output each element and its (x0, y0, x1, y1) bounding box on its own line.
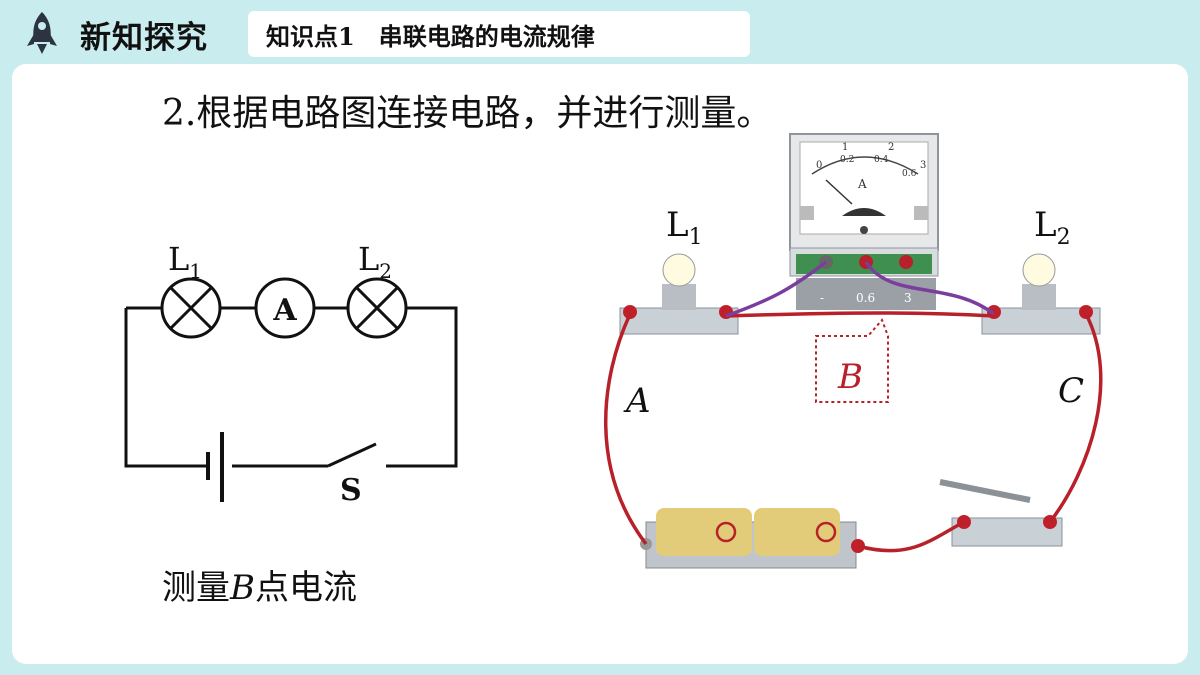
ammeter-scale-04: 0.4 (874, 155, 889, 165)
battery-symbol (206, 432, 224, 502)
circuit-schematic: A L1 L2 S (124, 240, 458, 508)
lamp-l1-label: L1 (168, 240, 202, 283)
rocket-icon (27, 12, 57, 54)
ammeter-unit: A (857, 177, 867, 191)
topic-label: 知识点1 串联电路的电流规律 (266, 22, 595, 51)
ammeter-symbol (254, 277, 316, 339)
content-panel (12, 64, 1188, 664)
battery-device (640, 508, 865, 569)
switch-label: S (340, 473, 362, 508)
lamp-l1-symbol (160, 277, 222, 339)
header-left: 新知探究 (0, 0, 248, 64)
ammeter-scale-2: 2 (888, 142, 894, 153)
terminal-3: 3 (904, 291, 912, 305)
ammeter-device (789, 133, 939, 310)
caption: 测量B点电流 (162, 568, 357, 608)
point-c-label: C (1058, 371, 1084, 411)
photo-lamp-l2-label: L2 (1034, 205, 1071, 250)
section-title: 新知探究 (80, 20, 208, 56)
ammeter-scale-02: 0.2 (840, 155, 854, 165)
switch-device (939, 479, 1063, 547)
ammeter-scale-3: 3 (920, 160, 926, 171)
terminal-minus: - (820, 291, 824, 305)
ammeter-scale-1: 1 (842, 142, 848, 153)
ammeter-symbol-label: A (272, 293, 297, 328)
lamp-l2-device (981, 253, 1101, 335)
point-a-label: A (623, 381, 651, 421)
ammeter-scale-06: 0.6 (902, 169, 917, 179)
topic-bar: 知识点1 串联电路的电流规律 (248, 11, 750, 57)
photo-lamp-l1-label: L1 (666, 205, 703, 250)
ammeter-scale-0: 0 (816, 160, 822, 171)
point-b-label: B (837, 357, 863, 397)
lamp-l2-label: L2 (358, 240, 392, 283)
terminal-06: 0.6 (856, 291, 875, 305)
lamp-l2-symbol (346, 277, 408, 339)
circuit-photo: 0 1 2 3 0.2 0.4 0.6 A - 0.6 3 (604, 133, 1103, 569)
instruction-text: 2.根据电路图连接电路，并进行测量。 (162, 93, 773, 134)
lamp-l1-device (619, 253, 739, 335)
